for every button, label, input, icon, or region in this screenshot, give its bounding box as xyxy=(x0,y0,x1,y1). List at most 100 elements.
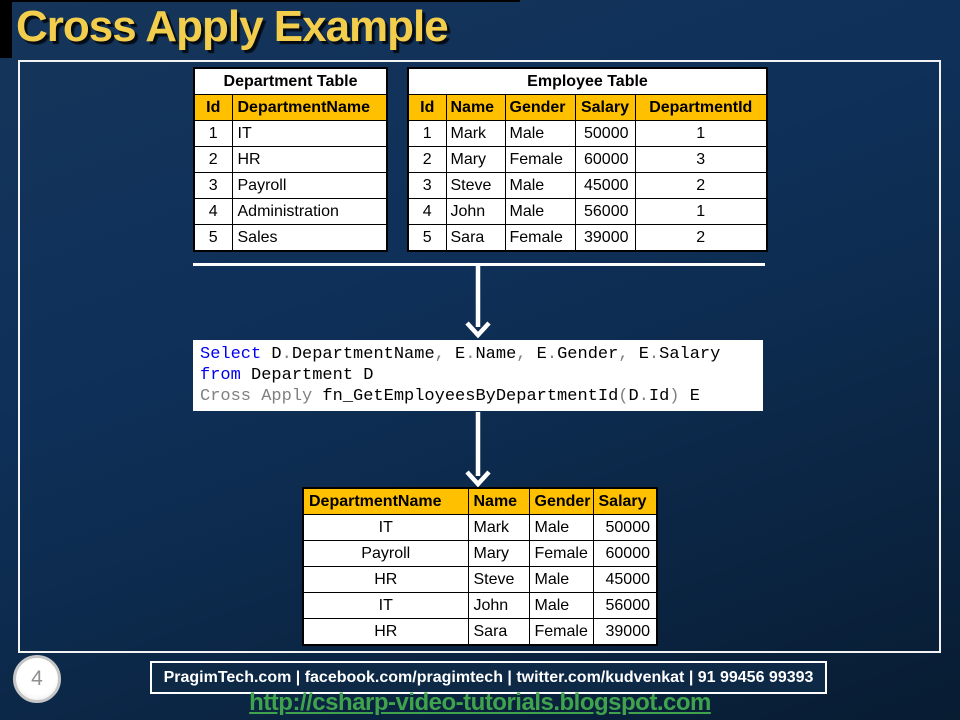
table-cell: Sales xyxy=(231,224,388,252)
connector-line xyxy=(193,263,765,266)
table-cell: Male xyxy=(528,514,594,541)
sql-token: D xyxy=(261,345,282,364)
table-cell: 2 xyxy=(193,146,233,173)
table-cell: HR xyxy=(231,146,388,173)
table-cell: 60000 xyxy=(592,540,658,567)
table-cell: Payroll xyxy=(231,172,388,199)
sql-token: Cross Apply xyxy=(200,387,313,406)
sql-token: E xyxy=(628,345,649,364)
column-header: Name xyxy=(445,94,506,121)
table-cell: Male xyxy=(504,120,576,147)
column-header: Name xyxy=(467,487,530,515)
table-cell: IT xyxy=(231,120,388,147)
table-cell: 56000 xyxy=(592,592,658,619)
table-cell: Steve xyxy=(467,566,530,593)
sql-token: . xyxy=(648,345,660,364)
table-cell: 2 xyxy=(407,146,447,173)
sql-query-box: Select D.DepartmentName, E.Name, E.Gende… xyxy=(193,340,763,411)
table-cell: 3 xyxy=(193,172,233,199)
page-title: Cross Apply Example xyxy=(16,2,449,51)
sql-token: Select xyxy=(200,345,262,364)
table-cell: John xyxy=(445,198,506,225)
table-cell: Steve xyxy=(445,172,506,199)
sql-line: Select D.DepartmentName, E.Name, E.Gende… xyxy=(200,344,761,365)
table-cell: HR xyxy=(302,566,469,593)
screen-edge-artifact xyxy=(0,0,520,2)
table-cell: Mark xyxy=(467,514,530,541)
table-cell: 50000 xyxy=(592,514,658,541)
table-cell: Female xyxy=(528,540,594,567)
sql-token: , xyxy=(516,345,527,364)
table-cell: 1 xyxy=(634,198,768,225)
page-number-badge: 4 xyxy=(13,655,61,703)
table-cell: 1 xyxy=(634,120,768,147)
sql-token: D xyxy=(628,387,639,406)
content-frame xyxy=(18,60,941,653)
sql-token: . xyxy=(638,387,649,406)
screen-edge-artifact xyxy=(0,0,12,58)
sql-token: E xyxy=(526,345,547,364)
table-title-row: Department Table xyxy=(193,67,388,95)
table-cell: Mary xyxy=(467,540,530,567)
footer-bar: PragimTech.com | facebook.com/pragimtech… xyxy=(150,661,827,694)
table-cell: Female xyxy=(504,224,576,252)
table-cell: John xyxy=(467,592,530,619)
table-cell: Male xyxy=(528,566,594,593)
table-cell: Sara xyxy=(445,224,506,252)
column-header: Id xyxy=(407,94,447,121)
sql-token: Id xyxy=(648,387,670,406)
sql-token: E xyxy=(444,345,466,364)
page-number: 4 xyxy=(31,667,43,690)
table-cell: Administration xyxy=(231,198,388,225)
table-cell: 2 xyxy=(634,224,768,252)
sql-token: ( xyxy=(618,387,629,406)
sql-token: fn_GetEmployeesByDepartmentId xyxy=(312,387,619,406)
sql-token: E xyxy=(679,387,700,406)
column-header: DepartmentName xyxy=(231,94,388,121)
sql-token: DepartmentName xyxy=(291,345,435,364)
sql-token: . xyxy=(281,345,292,364)
table-cell: 2 xyxy=(634,172,768,199)
footer-url-link[interactable]: http://csharp-video-tutorials.blogspot.c… xyxy=(249,689,711,716)
table-cell: Mary xyxy=(445,146,506,173)
table-cell: 3 xyxy=(634,146,768,173)
sql-token: from xyxy=(200,366,241,385)
table-cell: 60000 xyxy=(574,146,636,173)
column-header: Gender xyxy=(504,94,576,121)
table-cell: 1 xyxy=(407,120,447,147)
table-cell: HR xyxy=(302,618,469,646)
column-header: Salary xyxy=(574,94,636,121)
table-title: Department Table xyxy=(193,67,388,95)
table-cell: 39000 xyxy=(574,224,636,252)
sql-token: . xyxy=(465,345,476,364)
column-header: DepartmentId xyxy=(634,94,768,121)
table-cell: 3 xyxy=(407,172,447,199)
sql-token: Name xyxy=(475,345,517,364)
arrow-down-icon xyxy=(465,265,491,339)
table-cell: Female xyxy=(504,146,576,173)
table-cell: 1 xyxy=(193,120,233,147)
table-cell: 45000 xyxy=(574,172,636,199)
table-cell: IT xyxy=(302,592,469,619)
table-cell: Mark xyxy=(445,120,506,147)
column-header: Id xyxy=(193,94,233,121)
table-cell: 4 xyxy=(193,198,233,225)
table-cell: 39000 xyxy=(592,618,658,646)
table-cell: 45000 xyxy=(592,566,658,593)
